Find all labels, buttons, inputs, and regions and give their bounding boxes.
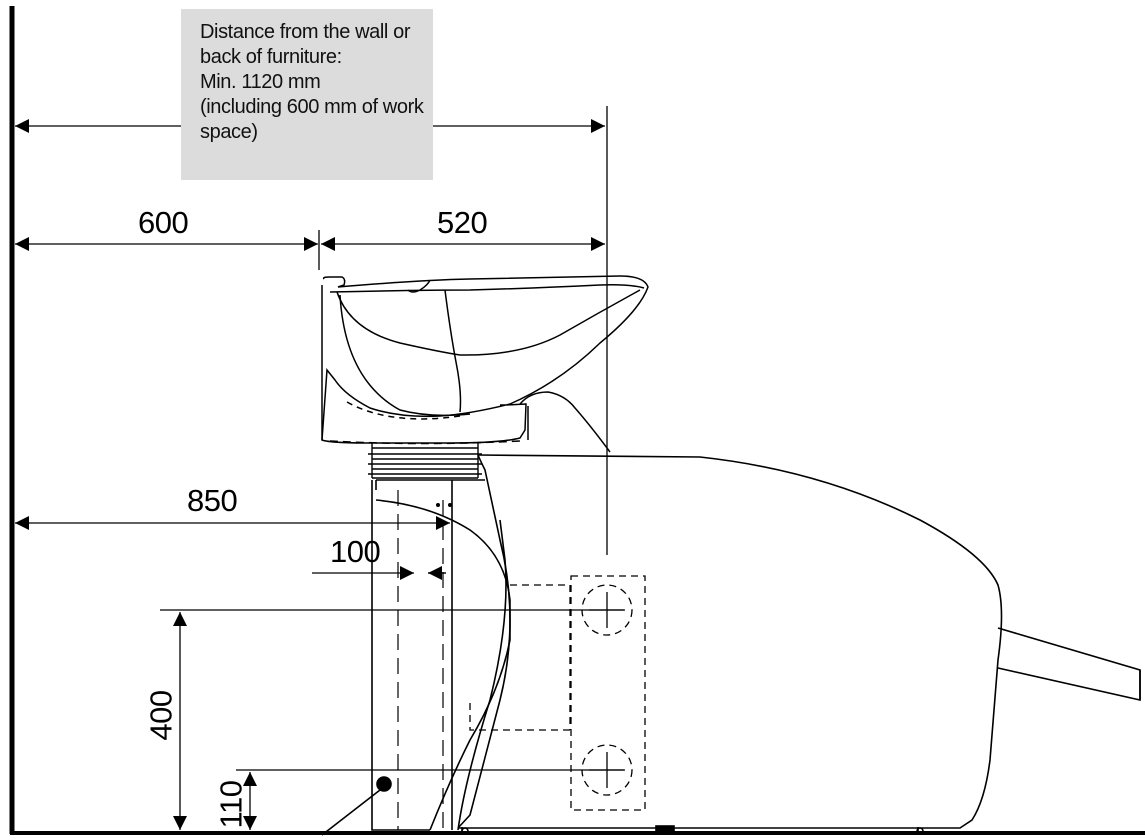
dimension-label-110: 110	[213, 780, 249, 829]
min-distance-note: Distance from the wall or back of furnit…	[181, 9, 433, 180]
dimension-label-400: 400	[143, 690, 179, 741]
dimension-label-520: 520	[437, 205, 488, 240]
drain-port-dot	[376, 776, 392, 792]
bellows	[368, 443, 482, 479]
note-line: space)	[200, 121, 258, 143]
dimension-label-100: 100	[330, 534, 381, 569]
washbasin	[321, 275, 649, 453]
note-line: (including 600 mm of work	[200, 96, 424, 118]
chair-body	[457, 454, 1141, 835]
water-connection-zone	[469, 575, 646, 811]
note-line: Distance from the wall or	[200, 21, 411, 43]
note-line: Min. 1120 mm	[200, 71, 321, 93]
note-line: back of furniture:	[200, 46, 342, 68]
dimension-label-850: 850	[187, 483, 238, 518]
connection-crosshairs	[589, 592, 625, 788]
dimension-label-600: 600	[138, 205, 189, 240]
